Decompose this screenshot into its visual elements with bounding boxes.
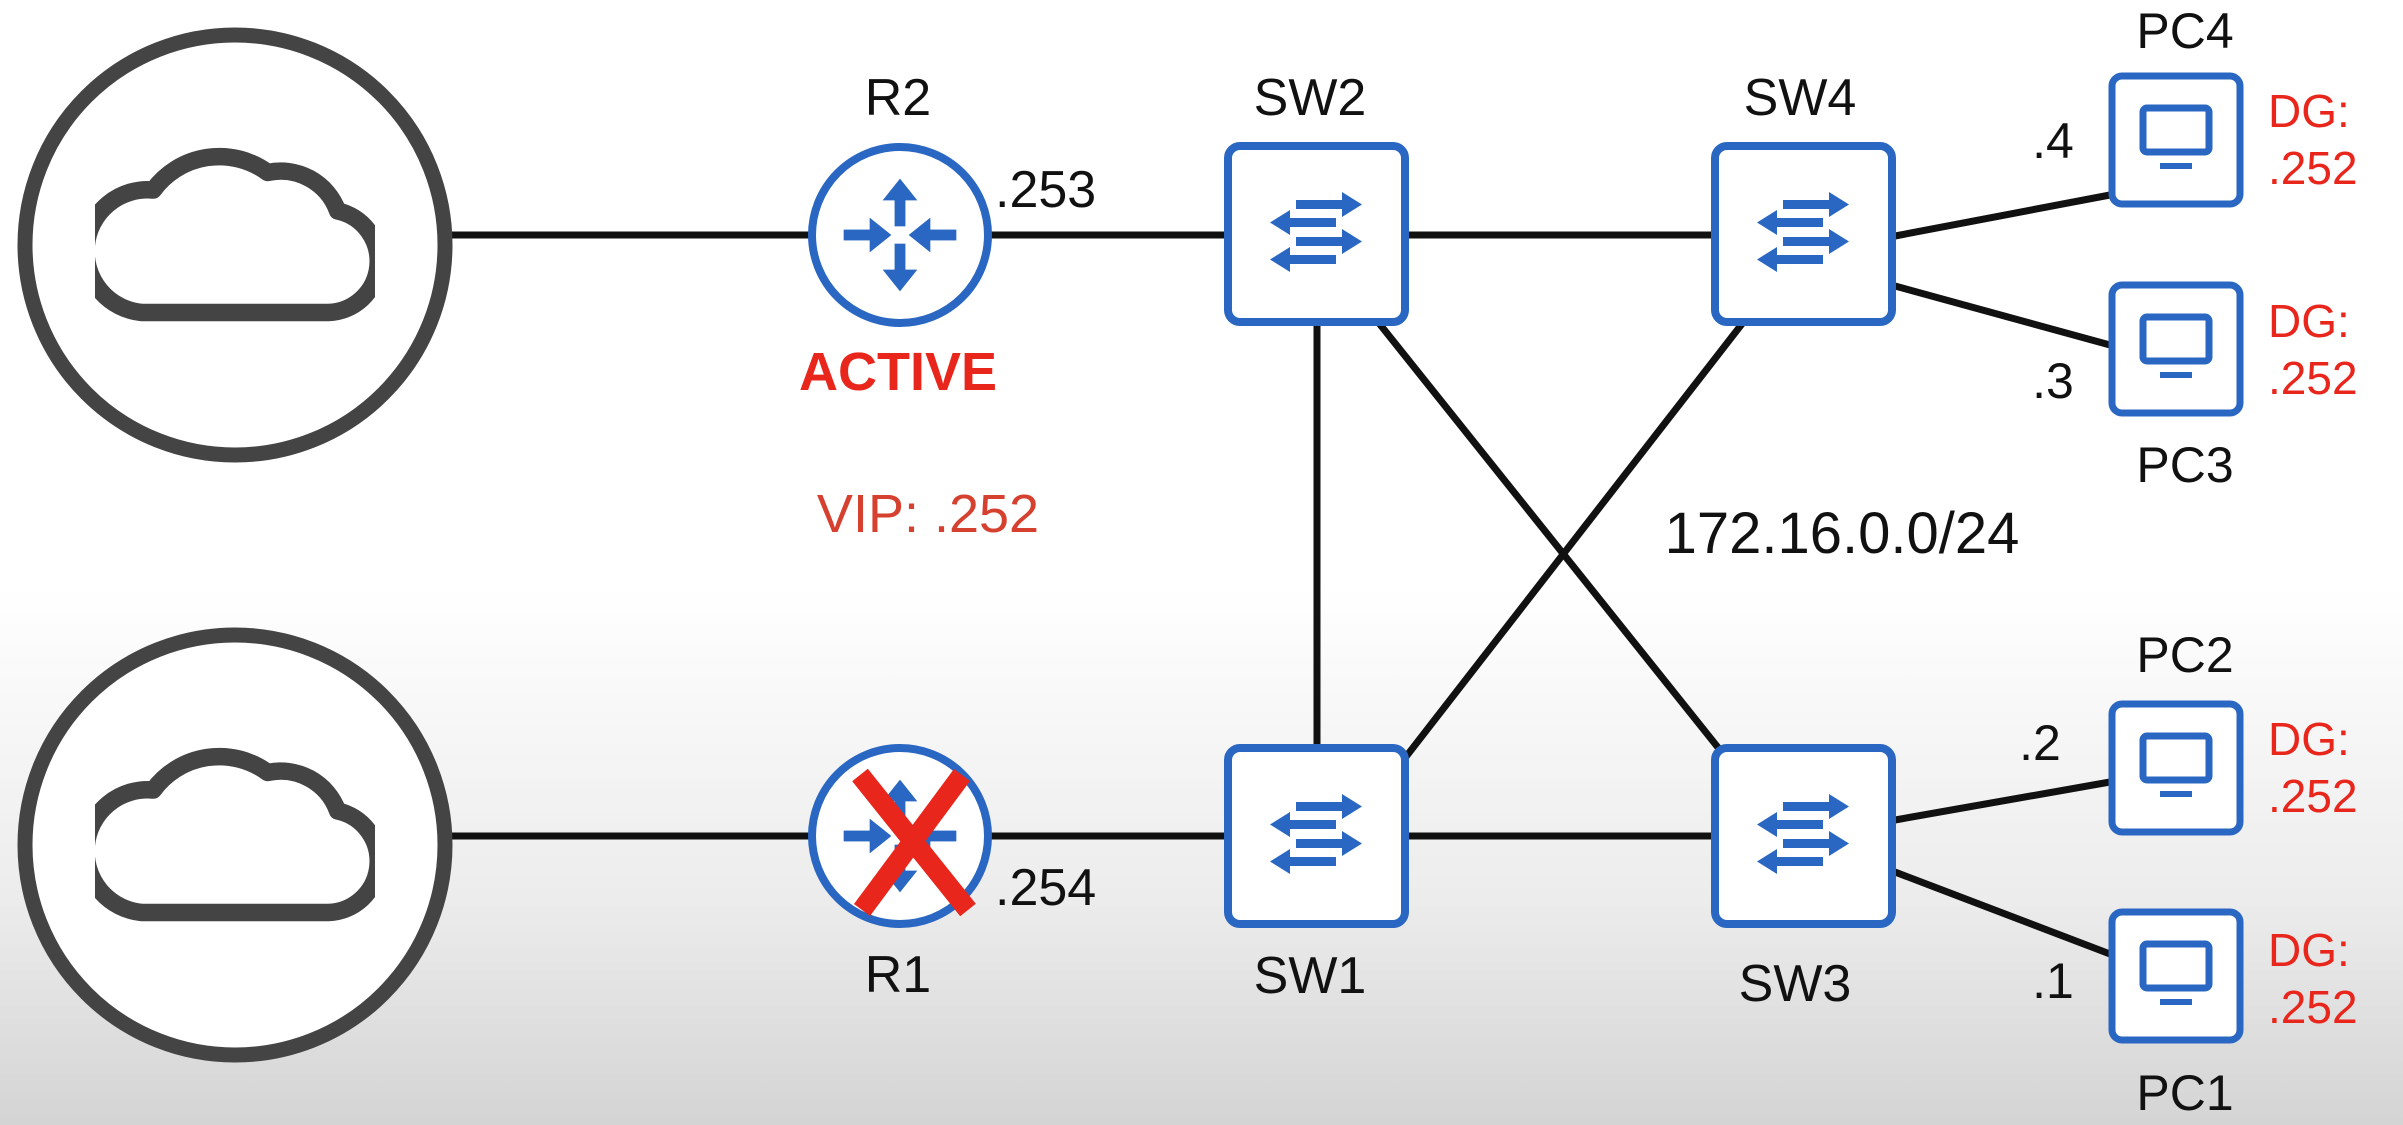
- pc2-ip: .2: [2019, 715, 2061, 771]
- switch-sw4-label: SW4: [1744, 69, 1857, 127]
- pc4-dg-label: DG:: [2268, 85, 2350, 137]
- network-label: 172.16.0.0/24: [1665, 501, 2020, 566]
- switch-sw3-label: SW3: [1739, 955, 1852, 1013]
- pc4-dg-value: .252: [2268, 142, 2358, 194]
- switch-sw1-label: SW1: [1254, 947, 1367, 1005]
- pc2-dg-label: DG:: [2268, 713, 2350, 765]
- pc2-dg-value: .252: [2268, 770, 2358, 822]
- pc1-dg-label: DG:: [2268, 924, 2350, 976]
- link-sw4-pc4: [1891, 191, 2114, 240]
- pc-pc3[interactable]: [2108, 281, 2244, 417]
- pc3-dg-value: .252: [2268, 352, 2358, 404]
- link-sw3-pc1: [1891, 868, 2114, 958]
- link-sw3-pc2: [1891, 778, 2114, 824]
- pc4-ip: .4: [2032, 113, 2074, 169]
- pc3-ip: .3: [2032, 353, 2074, 409]
- pc-monitor-icon: [2108, 72, 2244, 208]
- switch-icon: [1224, 744, 1409, 928]
- cloud-top: [17, 27, 453, 463]
- pc-monitor-icon: [2108, 908, 2244, 1044]
- pc-pc2[interactable]: [2108, 700, 2244, 836]
- switch-icon: [1711, 142, 1896, 326]
- router-r1[interactable]: [808, 744, 992, 928]
- router-r2-ip: .253: [995, 161, 1096, 219]
- router-icon: [808, 143, 992, 327]
- link-sw2-sw3: [1374, 318, 1724, 754]
- switch-icon: [1224, 142, 1409, 326]
- pc3-name: PC3: [2136, 437, 2233, 493]
- link-sw1-sw4: [1401, 316, 1749, 762]
- pc-pc4[interactable]: [2108, 72, 2244, 208]
- router-r2[interactable]: [808, 143, 992, 327]
- switch-sw2[interactable]: [1224, 142, 1409, 326]
- vip-label: VIP: .252: [817, 484, 1039, 544]
- router-r1-name: R1: [865, 946, 931, 1004]
- pc1-name: PC1: [2136, 1065, 2233, 1121]
- cloud-bottom: [17, 627, 453, 1063]
- switch-sw3[interactable]: [1711, 744, 1896, 928]
- switch-sw4[interactable]: [1711, 142, 1896, 326]
- pc1-ip: .1: [2032, 953, 2074, 1009]
- router-r2-name: R2: [865, 69, 931, 127]
- switch-icon: [1711, 744, 1896, 928]
- switch-sw1[interactable]: [1224, 744, 1409, 928]
- pc2-name: PC2: [2136, 627, 2233, 683]
- links: [448, 191, 2114, 958]
- pc-monitor-icon: [2108, 281, 2244, 417]
- router-r1-ip: .254: [995, 859, 1096, 917]
- red-x-icon: [852, 768, 976, 917]
- pc-monitor-icon: [2108, 700, 2244, 836]
- pc-pc1[interactable]: [2108, 908, 2244, 1044]
- pc1-dg-value: .252: [2268, 981, 2358, 1033]
- link-sw4-pc3: [1891, 282, 2114, 349]
- pc3-dg-label: DG:: [2268, 295, 2350, 347]
- labels: R2 .253 ACTIVE VIP: .252 .254 R1 SW2 SW4…: [799, 3, 2358, 1121]
- pc4-name: PC4: [2136, 3, 2233, 59]
- switch-sw2-label: SW2: [1254, 69, 1367, 127]
- router-r2-status: ACTIVE: [799, 342, 997, 402]
